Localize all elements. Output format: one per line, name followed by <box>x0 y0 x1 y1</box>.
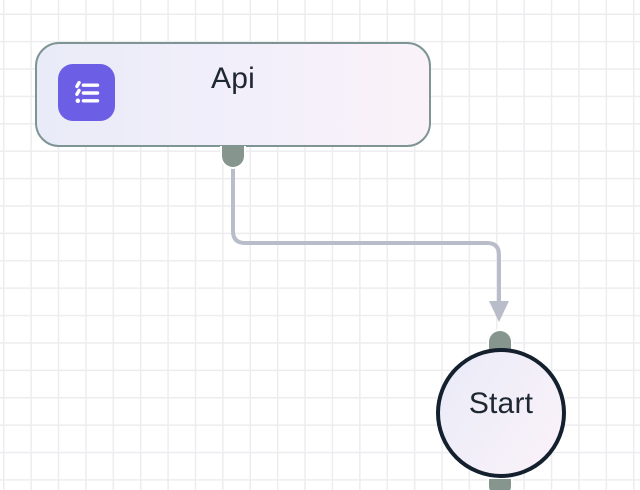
node-api-label: Api <box>211 62 255 95</box>
node-start-label: Start <box>468 387 534 420</box>
start-source-handle[interactable] <box>487 477 513 490</box>
node-start[interactable]: Start <box>436 348 566 478</box>
list-icon <box>58 64 115 121</box>
node-api[interactable]: Api <box>35 42 431 147</box>
edge-arrowhead-icon <box>489 301 509 322</box>
api-source-handle[interactable] <box>220 146 246 169</box>
edge-api-to-start[interactable] <box>231 167 501 303</box>
